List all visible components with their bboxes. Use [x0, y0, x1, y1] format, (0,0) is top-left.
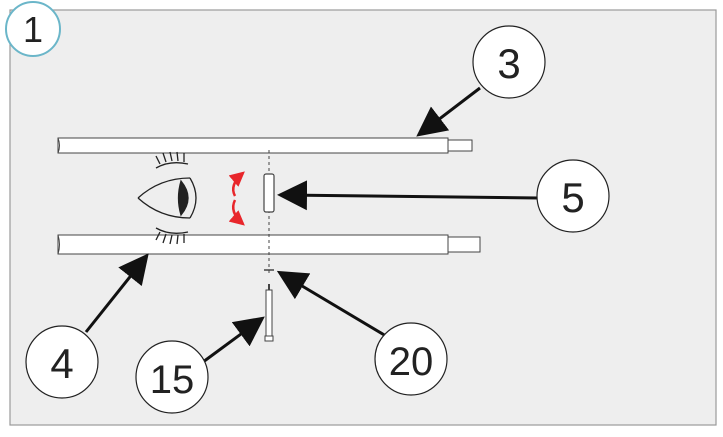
- callout-15-label: 15: [150, 358, 195, 402]
- eye-icon: [137, 151, 197, 245]
- callout-5: 5: [536, 159, 610, 233]
- arrow-20: [276, 270, 387, 338]
- arrow-4: [84, 253, 149, 333]
- callout-20-label: 20: [389, 340, 434, 384]
- callout-20: 20: [374, 322, 448, 396]
- rotate-arrows-icon: [228, 171, 245, 226]
- upper-rail: [57, 137, 473, 154]
- callout-4: 4: [25, 325, 99, 399]
- arrow-3: [416, 86, 481, 137]
- callout-15: 15: [135, 340, 209, 414]
- cam-part: [263, 173, 275, 213]
- step-number-badge: 1: [5, 1, 61, 57]
- callout-3: 3: [472, 25, 546, 99]
- step-number: 1: [23, 9, 43, 50]
- lower-rail: [57, 234, 481, 255]
- callout-4-label: 4: [50, 340, 73, 387]
- arrow-5: [277, 180, 539, 211]
- callout-5-label: 5: [561, 174, 584, 221]
- callout-3-label: 3: [497, 40, 520, 87]
- panel-background: [9, 9, 717, 426]
- screw-part: [264, 284, 274, 342]
- arrow-15: [202, 316, 265, 364]
